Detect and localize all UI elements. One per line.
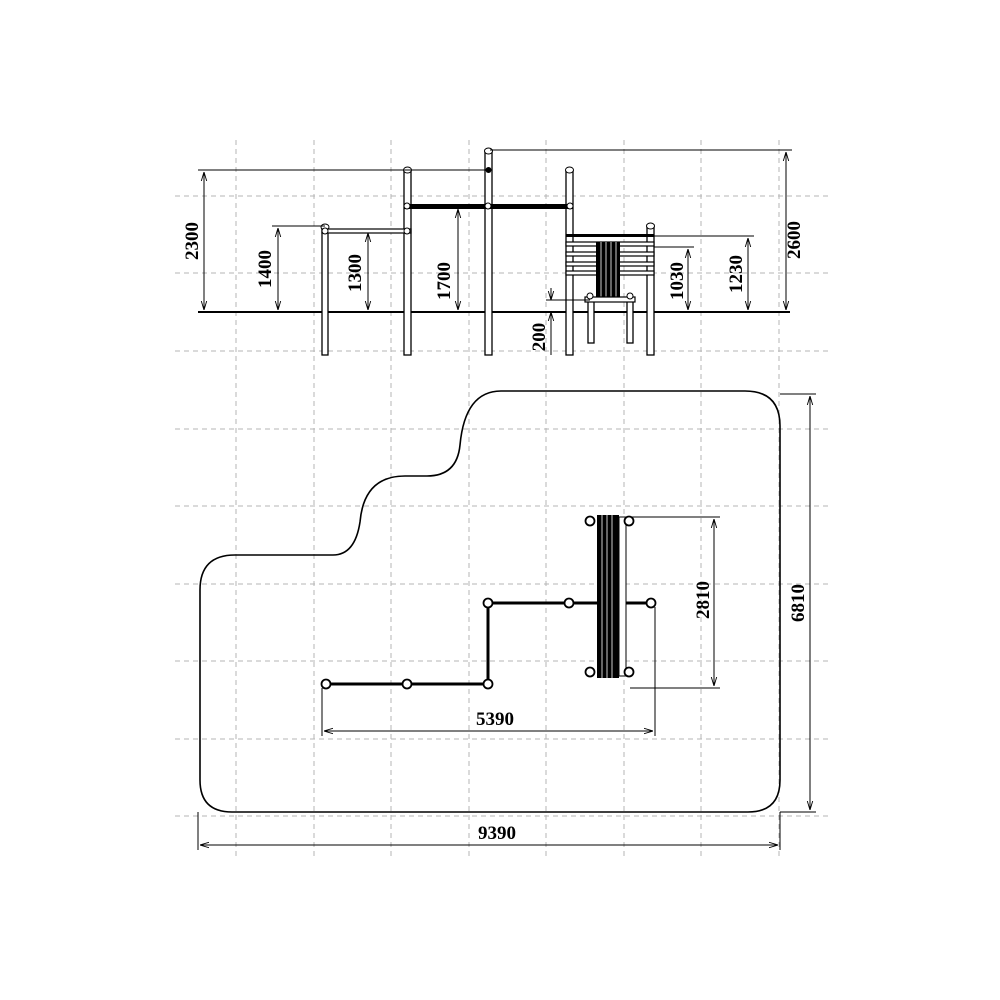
dim-label-ladder-span: 2810 bbox=[693, 581, 714, 619]
bench-plan-frame bbox=[618, 516, 627, 677]
post-cap-3 bbox=[484, 147, 493, 155]
dim-label-bar-middle: 1700 bbox=[434, 262, 455, 300]
post-cap-5 bbox=[646, 222, 655, 230]
plan-post-2 bbox=[401, 678, 413, 690]
post-1 bbox=[321, 227, 329, 356]
background-grid bbox=[175, 140, 828, 860]
plan-post-5 bbox=[563, 597, 575, 609]
ladder-rail-top bbox=[566, 234, 654, 237]
dim-label-ground-step: 200 bbox=[529, 323, 550, 352]
elevation-view: 2300 1400 1300 1700 200 1030 1230 2600 bbox=[182, 147, 805, 356]
dim-label-overall-left: 2300 bbox=[182, 222, 203, 260]
bar-low bbox=[321, 228, 412, 234]
plan-post-1 bbox=[320, 678, 332, 690]
dim-label-ladder-high: 1230 bbox=[726, 255, 747, 293]
safety-area-outline bbox=[199, 390, 781, 813]
plan-post-3 bbox=[482, 678, 494, 690]
bench-plan bbox=[597, 515, 619, 678]
plan-post-10 bbox=[623, 666, 635, 678]
dim-label-bar-left-top: 1400 bbox=[255, 250, 276, 288]
plan-post-6 bbox=[645, 597, 657, 609]
bench-leg-left bbox=[587, 299, 595, 344]
dim-label-overall-right: 2600 bbox=[784, 221, 805, 259]
plan-post-8 bbox=[623, 515, 635, 527]
plan-post-7 bbox=[584, 515, 596, 527]
post-cap-4 bbox=[565, 166, 574, 174]
bench-slats bbox=[596, 242, 620, 300]
plan-post-9 bbox=[584, 666, 596, 678]
dim-label-area-depth: 6810 bbox=[788, 584, 809, 622]
post-3-fitting bbox=[485, 167, 492, 173]
bench-leg-right bbox=[626, 299, 634, 344]
dim-label-area-width: 9390 bbox=[478, 823, 516, 844]
dim-label-bar-left: 1300 bbox=[345, 254, 366, 292]
post-2 bbox=[403, 169, 412, 356]
plan-view: 5390 2810 6810 9390 bbox=[197, 390, 816, 850]
plan-post-4 bbox=[482, 597, 494, 609]
dim-label-ladder-low: 1030 bbox=[667, 262, 688, 300]
dim-label-equipment-length: 5390 bbox=[476, 709, 514, 730]
post-3 bbox=[484, 149, 493, 356]
